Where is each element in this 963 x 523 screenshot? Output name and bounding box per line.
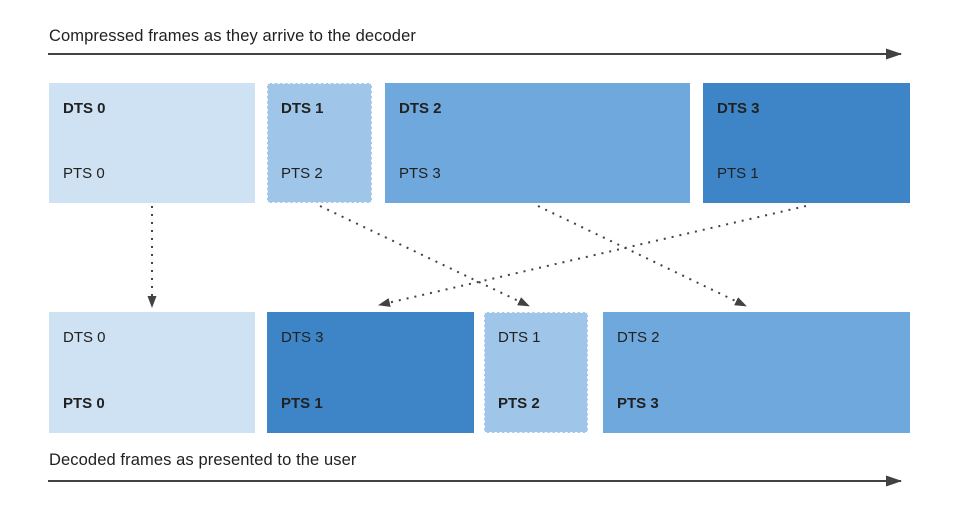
connector-dts1-to-pts2 [319, 205, 530, 307]
pts-label: PTS 0 [63, 395, 105, 412]
dts-label: DTS 3 [281, 329, 324, 346]
pts-label: PTS 3 [617, 395, 659, 412]
dts-label: DTS 2 [617, 329, 660, 346]
pts-label: PTS 0 [63, 165, 105, 182]
decoded-frame-pts0: DTS 0 PTS 0 [49, 312, 255, 433]
dts-label: DTS 1 [498, 329, 541, 346]
pts-label: PTS 2 [281, 165, 323, 182]
compressed-frames-title: Compressed frames as they arrive to the … [49, 27, 416, 45]
dts-label: DTS 3 [717, 100, 760, 117]
pts-label: PTS 3 [399, 165, 441, 182]
connector-dts2-to-pts3 [537, 205, 747, 307]
pts-label: PTS 1 [281, 395, 323, 412]
compressed-frame-dts1: DTS 1 PTS 2 [267, 83, 372, 203]
dts-label: DTS 2 [399, 100, 442, 117]
pts-label: PTS 1 [717, 165, 759, 182]
dts-label: DTS 0 [63, 329, 106, 346]
decoded-frame-pts2: DTS 1 PTS 2 [484, 312, 588, 433]
compressed-frame-dts2: DTS 2 PTS 3 [385, 83, 690, 203]
connector-dts3-to-pts1 [378, 205, 807, 307]
dts-label: DTS 0 [63, 100, 106, 117]
decoded-frames-title: Decoded frames as presented to the user [49, 451, 357, 469]
compressed-frame-dts0: DTS 0 PTS 0 [49, 83, 255, 203]
decoded-frame-pts1: DTS 3 PTS 1 [267, 312, 474, 433]
compressed-frame-dts3: DTS 3 PTS 1 [703, 83, 910, 203]
decoded-frame-pts3: DTS 2 PTS 3 [603, 312, 910, 433]
dts-label: DTS 1 [281, 100, 324, 117]
pts-label: PTS 2 [498, 395, 540, 412]
